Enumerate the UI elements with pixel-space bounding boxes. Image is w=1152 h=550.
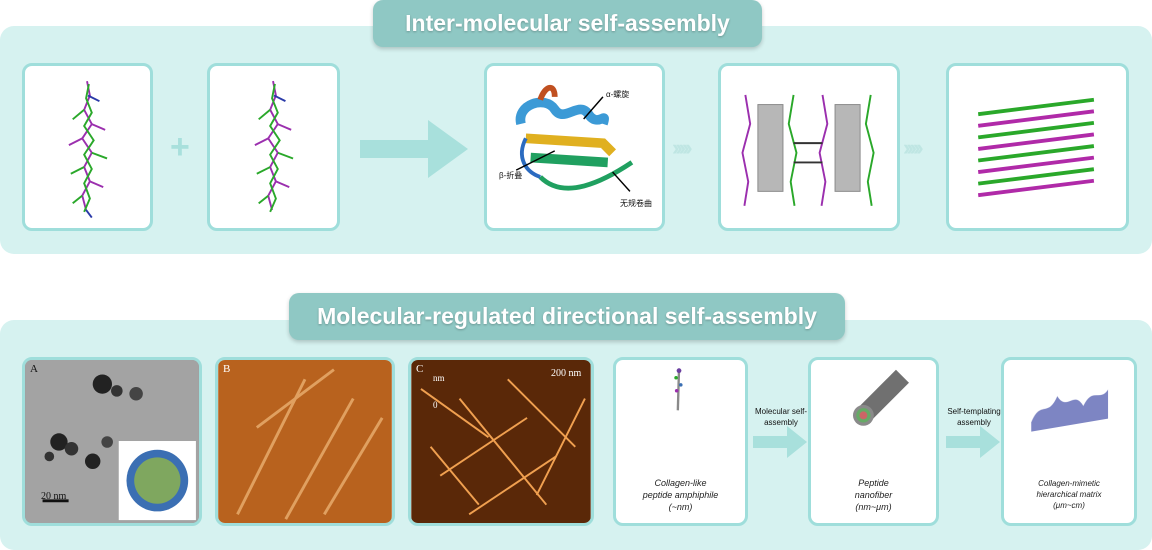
image-c-zero: 0 <box>433 400 438 410</box>
fibril-stack-image <box>977 97 1095 198</box>
molecule-card-2 <box>207 63 340 231</box>
hierarchical-matrix-card: Collagen-mimetic hierarchical matrix (μm… <box>1001 357 1137 526</box>
big-arrow-icon <box>360 120 468 178</box>
alpha-helix-label: α-螺旋 <box>606 90 630 99</box>
caption-2-line2: nanofiber <box>854 490 893 500</box>
beta-sheet-card <box>718 63 900 231</box>
peptide-molecule-image-2 <box>254 80 294 213</box>
nanoparticle-tem-image <box>25 360 199 523</box>
image-c-letter: C <box>416 363 424 375</box>
nanofiber-card: Peptide nanofiber (nm~μm) <box>808 357 939 526</box>
caption-3-line3: (μm~cm) <box>1053 501 1085 510</box>
image-c-scale: 200 nm <box>551 368 582 379</box>
caption-1-line3: (~nm) <box>668 502 693 512</box>
hierarchical-matrix-image <box>1030 389 1109 432</box>
caption-1-line2: peptide amphiphile <box>642 490 719 500</box>
caption-3-line2: hierarchical matrix <box>1036 490 1102 499</box>
step-2-label: Self-templating assembly <box>947 407 1001 427</box>
afm-image-b: B <box>215 357 395 526</box>
afm-image-c: C nm 0 200 nm <box>408 357 594 526</box>
tem-image-a: A 20 nm <box>22 357 202 526</box>
image-a-letter: A <box>30 363 38 375</box>
caption-3-line1: Collagen-mimetic <box>1038 479 1100 488</box>
random-coil-label: 无规卷曲 <box>620 199 652 208</box>
beta-sheet-assembly-image <box>741 94 875 206</box>
caption-1-line1: Collagen-like <box>654 478 707 488</box>
amphiphile-molecule-image <box>674 368 683 411</box>
molecule-card-1 <box>22 63 153 231</box>
caption-2-line3: (nm~μm) <box>855 502 892 512</box>
top-title: Inter-molecular self-assembly <box>373 0 762 47</box>
nanofiber-network-image <box>411 360 591 523</box>
nanofiber-cylinder-image <box>852 369 909 426</box>
peptide-molecule-image <box>68 80 108 219</box>
caption-2-line1: Peptide <box>858 478 889 488</box>
chevron-right-icon: ››››› <box>672 135 693 160</box>
image-a-scale: 20 nm <box>41 491 67 502</box>
afm-fibers-image <box>218 360 392 523</box>
image-c-unit: nm <box>433 373 445 383</box>
step-arrow-icon-1 <box>753 426 807 458</box>
chevron-right-icon-2: ››››› <box>903 135 924 160</box>
beta-sheet-label: β-折叠 <box>499 171 523 180</box>
protein-ribbon-image <box>515 84 634 192</box>
peptide-amphiphile-card: Collagen-like peptide amphiphile (~nm) <box>613 357 748 526</box>
fibril-card <box>946 63 1129 231</box>
protein-structure-card: α-螺旋 β-折叠 无规卷曲 <box>484 63 665 231</box>
step-arrow-icon-2 <box>946 426 1000 458</box>
image-b-letter: B <box>223 363 231 375</box>
plus-icon: + <box>170 128 190 166</box>
step-1-label: Molecular self-assembly <box>754 407 807 427</box>
bottom-title: Molecular-regulated directional self-ass… <box>289 293 845 340</box>
